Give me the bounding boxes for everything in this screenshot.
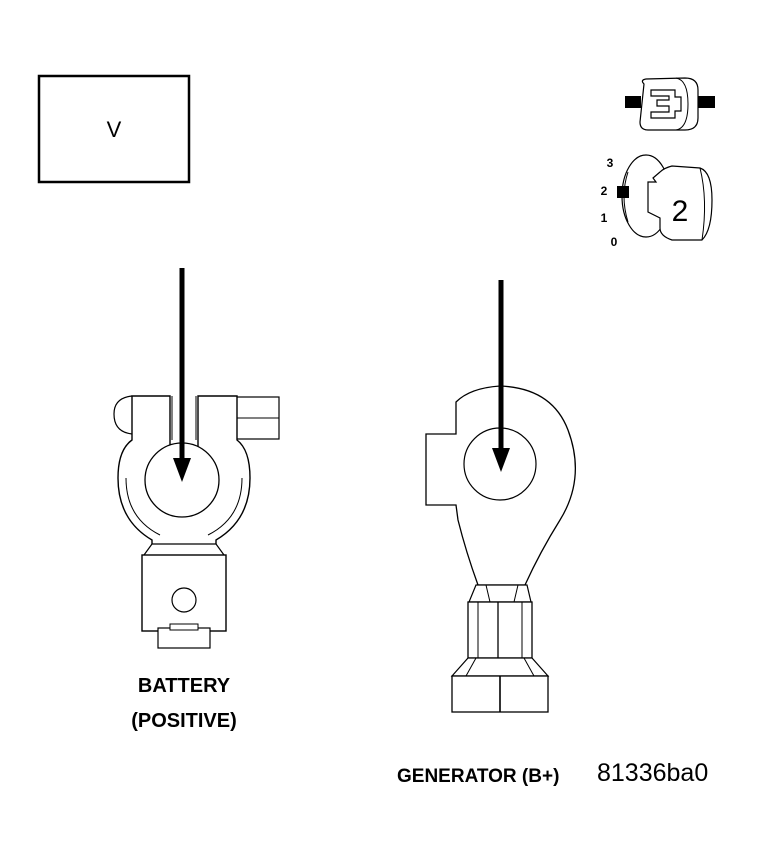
voltmeter-symbol: V bbox=[107, 117, 122, 142]
generator-label: GENERATOR (B+) bbox=[397, 766, 559, 787]
ignition-position-3: 3 bbox=[607, 156, 614, 170]
ignition-key-position: 2 bbox=[672, 195, 689, 228]
battery-probe-arrow bbox=[173, 268, 191, 482]
generator-probe-arrow bbox=[492, 280, 510, 472]
ignition-switch-icon: 3 2 1 0 2 bbox=[601, 154, 713, 249]
battery-label-positive: (POSITIVE) bbox=[131, 710, 237, 732]
connector-icon bbox=[625, 77, 715, 131]
battery-terminal bbox=[113, 395, 280, 649]
voltmeter-box bbox=[37, 74, 191, 184]
battery-label: BATTERY bbox=[138, 675, 231, 697]
ignition-position-2: 2 bbox=[601, 184, 608, 198]
ignition-position-1: 1 bbox=[601, 211, 608, 225]
figure-id: 81336ba0 bbox=[597, 759, 708, 787]
ignition-position-0: 0 bbox=[611, 235, 618, 249]
voltmeter: V bbox=[37, 74, 191, 184]
